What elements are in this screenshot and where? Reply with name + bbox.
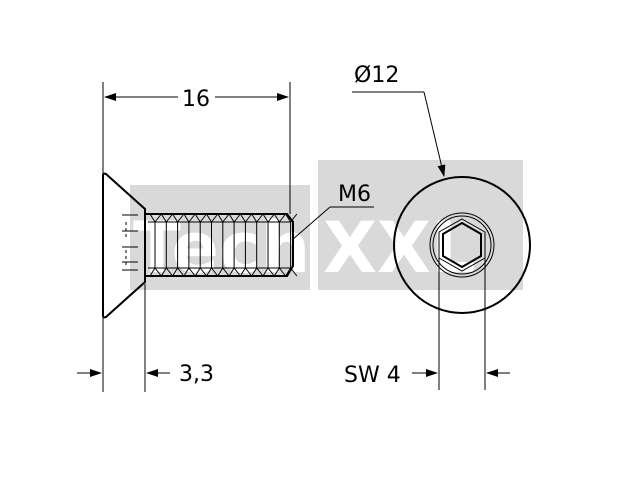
thread-flank (256, 213, 264, 223)
thread-crest (172, 213, 179, 277)
head-circle (393, 176, 531, 314)
thread-flank (267, 213, 275, 223)
socket-chamfer-circle (429, 212, 495, 278)
length-label: 16 (182, 87, 210, 112)
socket-hidden-lines (122, 214, 138, 271)
thread-flank (199, 267, 207, 277)
thread-flank (154, 213, 162, 223)
thread-flank (245, 267, 253, 277)
thread-crest (273, 213, 280, 277)
thread-flank (222, 267, 230, 277)
hex-socket-outer (438, 218, 486, 272)
thread-crest (206, 213, 212, 277)
thread-flank (165, 213, 173, 223)
thread-flank (222, 213, 230, 223)
thread-crest (239, 213, 246, 277)
thread-flank (278, 267, 286, 277)
screw-side-view (102, 172, 298, 319)
socket-inner-circle (432, 215, 492, 275)
thread-crest (194, 213, 201, 277)
hex-socket (442, 221, 482, 269)
dimension-head-height: 3,3 (77, 284, 214, 392)
thread-flank (188, 267, 196, 277)
thread-flank (177, 267, 185, 277)
thread-label: M6 (338, 182, 371, 207)
thread-flank (290, 267, 298, 277)
diameter-leader-line (423, 91, 446, 177)
thread-flank (177, 213, 185, 223)
thread-crest (160, 213, 167, 277)
head-diameter-label: Ø12 (354, 63, 399, 88)
thread-flank (211, 267, 219, 277)
dimension-head-diameter: Ø12 (352, 63, 446, 177)
dimension-socket-size: SW 4 (344, 258, 510, 390)
thread-leader-line (291, 206, 331, 241)
thread-flank (267, 267, 275, 277)
thread-crest (149, 213, 156, 277)
thread-crest (262, 213, 269, 277)
thread-flank (199, 213, 207, 223)
thread-flank (233, 213, 241, 223)
thread-crest (251, 213, 258, 277)
socket-size-label: SW 4 (344, 363, 401, 388)
thread-flank (154, 267, 162, 277)
thread-flank (211, 213, 219, 223)
thread-crests (149, 213, 298, 277)
dimension-length: 16 (102, 82, 291, 214)
thread-crest (183, 213, 190, 277)
thread-callout: M6 (291, 182, 374, 241)
thread-crest (228, 213, 235, 277)
thread-flank (233, 267, 241, 277)
screw-head (102, 172, 146, 319)
thread-crest (285, 213, 292, 277)
thread-flank (245, 213, 253, 223)
thread-crest (217, 213, 224, 277)
thread-flank (290, 213, 298, 223)
head-height-label: 3,3 (179, 362, 214, 387)
thread-flank (278, 213, 286, 223)
thread-flank (256, 267, 264, 277)
thread-flank (188, 213, 196, 223)
thread-flank (165, 267, 173, 277)
screw-top-view (393, 176, 531, 314)
